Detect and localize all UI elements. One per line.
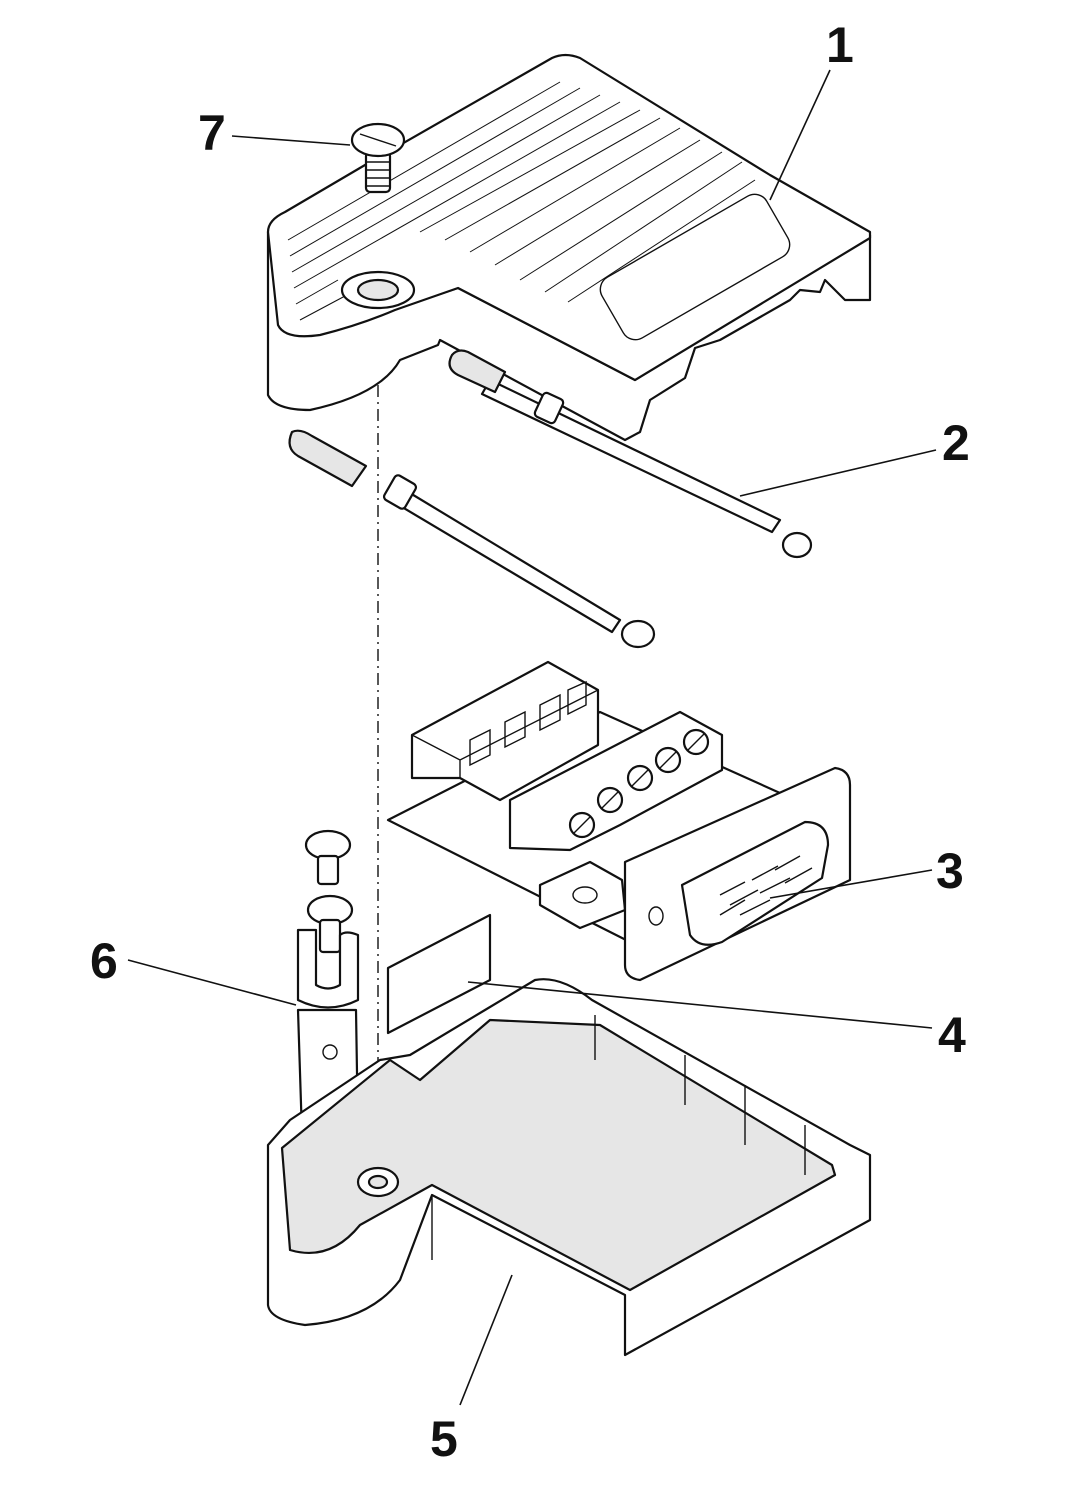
knurled-screw-rear-collar xyxy=(533,391,565,425)
callout-1: 1 xyxy=(826,17,854,73)
callout-4: 4 xyxy=(938,1007,966,1063)
upper-housing-grip-ribs xyxy=(287,81,756,321)
d-sub-pins xyxy=(719,855,813,916)
housing-screw xyxy=(350,122,406,194)
callout-2-leader xyxy=(739,449,937,497)
callout-7: 7 xyxy=(198,105,226,161)
pcb-with-d-sub-connector xyxy=(386,660,852,982)
terminal-screws xyxy=(568,728,710,839)
callout-2: 2 xyxy=(942,415,970,471)
lower-housing xyxy=(266,978,872,1357)
upper-housing xyxy=(266,53,872,442)
callout-6: 6 xyxy=(90,933,118,989)
callout-7-leader xyxy=(231,135,351,146)
d-sub-shell xyxy=(680,820,830,946)
knurled-screw-front-collar xyxy=(382,474,418,510)
knurled-screw-front-knurl xyxy=(288,429,368,488)
upper-housing-top-face xyxy=(266,53,872,382)
callout-1-leader xyxy=(769,69,831,201)
callout-4-leader xyxy=(467,981,933,1029)
callout-5-leader xyxy=(459,1274,513,1406)
callout-3-leader xyxy=(769,869,933,899)
cable-clamp-saddle xyxy=(296,928,360,1009)
lower-housing-inner-floor xyxy=(280,1018,837,1292)
knurled-screws xyxy=(288,349,813,649)
knurled-screw-rear-knurl xyxy=(448,349,507,394)
upper-housing-front-face xyxy=(266,230,872,442)
callout-5: 5 xyxy=(430,1411,458,1467)
callout-3: 3 xyxy=(936,843,964,899)
knurled-screw-front-shaft xyxy=(395,488,622,634)
d-sub-flange-hole xyxy=(648,906,664,926)
terminal-block-front xyxy=(508,710,724,852)
upper-housing-label-recess xyxy=(599,193,791,341)
upper-housing-screw-hole-inner xyxy=(356,278,400,302)
callout-6-leader xyxy=(127,959,297,1006)
knurled-screw-rear-tip xyxy=(781,531,813,559)
cable-clamp-screw-top-head xyxy=(304,829,352,861)
insulating-pad xyxy=(386,913,492,1035)
knurled-screw-front-tip xyxy=(620,619,656,649)
